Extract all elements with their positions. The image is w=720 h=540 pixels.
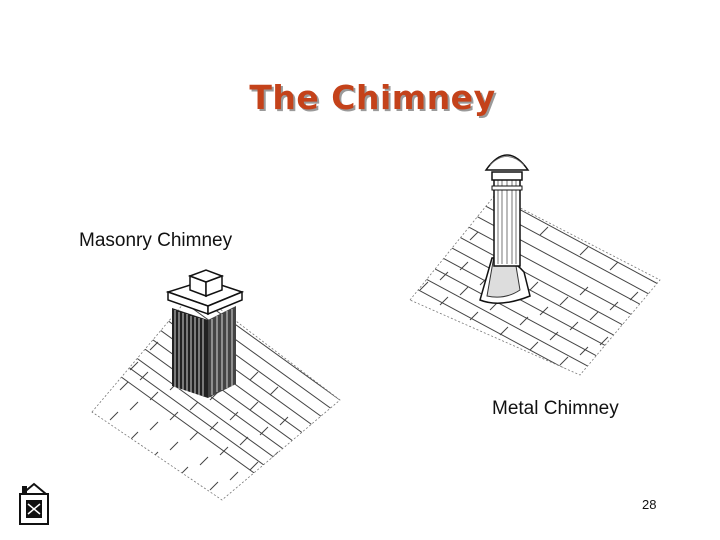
metal-chimney-illustration	[409, 154, 661, 376]
masonry-chimney-label: Masonry Chimney	[79, 230, 233, 251]
page-number: 28	[642, 497, 657, 512]
metal-chimney-label: Metal Chimney	[492, 398, 619, 419]
house-logo-icon	[19, 482, 49, 525]
slide-title: The Chimney	[249, 78, 496, 117]
metal-roof-shingles	[410, 195, 660, 375]
masonry-chimney-illustration	[91, 269, 341, 501]
